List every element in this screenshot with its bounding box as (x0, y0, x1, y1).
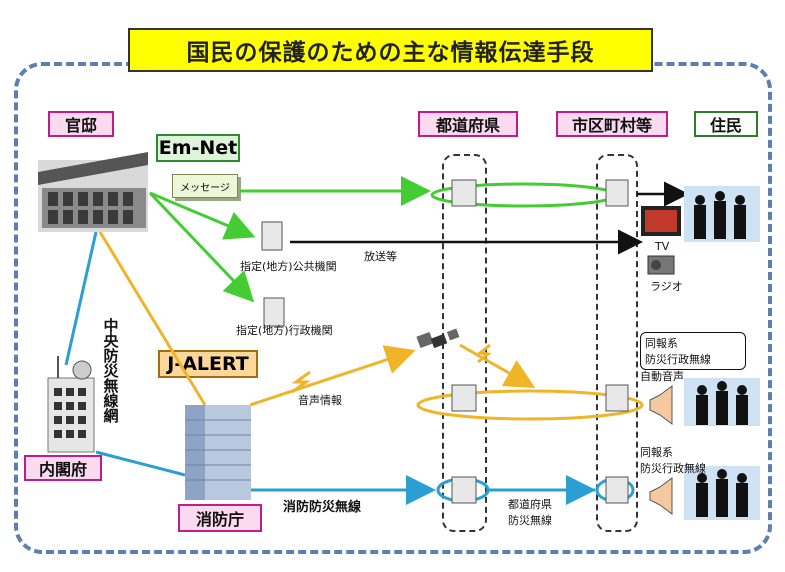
pref-radio-label-1: 都道府県 (508, 498, 552, 511)
kantei-building (38, 152, 148, 232)
residents-photo-3 (684, 466, 760, 520)
municipality-column (596, 154, 638, 532)
public-agency-building (261, 221, 285, 327)
fire-radio-label: 消防防災無線 (283, 500, 362, 515)
header-fdma: 消防庁 (178, 504, 262, 532)
broadcast-label: 放送等 (364, 250, 397, 263)
j-alert-lines (98, 231, 644, 421)
simul-admin-radio-line1: 同報系 (645, 337, 678, 350)
speaker-icon-2 (649, 477, 673, 515)
auto-voice-label: 自動音声 (640, 370, 684, 383)
satellite-icon (416, 328, 460, 349)
designated-admin-label: 指定(地方)行政機関 (236, 324, 333, 337)
simul-admin-radio-line2: 防災行政無線 (645, 353, 711, 366)
radio-label: ラジオ (650, 280, 683, 293)
designated-public-label: 指定(地方)公共機関 (240, 260, 337, 273)
em-net-lines (148, 176, 618, 303)
residents-photo-2 (684, 378, 760, 426)
voice-info-label: 音声情報 (298, 394, 342, 407)
simul-radio2-line2: 防災行政無線 (640, 462, 706, 475)
simul-radio2-line1: 同報系 (640, 446, 673, 459)
fdma-building (185, 405, 251, 500)
header-municipality: 市区町村等 (556, 111, 668, 137)
tv-label: TV (655, 240, 670, 253)
speaker-icon-1 (649, 385, 673, 425)
header-cabinet-office: 内閣府 (24, 455, 102, 481)
fire-radio-lines (64, 231, 635, 505)
simul-admin-radio-box: 同報系 防災行政無線 (640, 332, 746, 370)
header-kantei: 官邸 (48, 111, 114, 137)
em-net-label: Em-Net (156, 134, 240, 162)
tv-icon (641, 206, 681, 236)
pref-radio-label-2: 防災無線 (508, 514, 552, 527)
page-title: 国民の保護のための主な情報伝達手段 (128, 28, 653, 72)
municipality-buildings (605, 179, 629, 504)
cabinet-office-building (47, 356, 95, 453)
radio-icon (647, 255, 675, 275)
header-prefecture: 都道府県 (418, 111, 518, 137)
central-network-label: 中央防災無線網 (100, 318, 120, 428)
message-box: メッセージ (172, 174, 238, 198)
central-network-text: 中央防災無線網 (101, 318, 120, 423)
header-residents: 住民 (694, 111, 758, 137)
residents-photo-1 (684, 186, 760, 242)
prefecture-buildings (451, 179, 477, 504)
broadcast-lines (290, 181, 689, 255)
